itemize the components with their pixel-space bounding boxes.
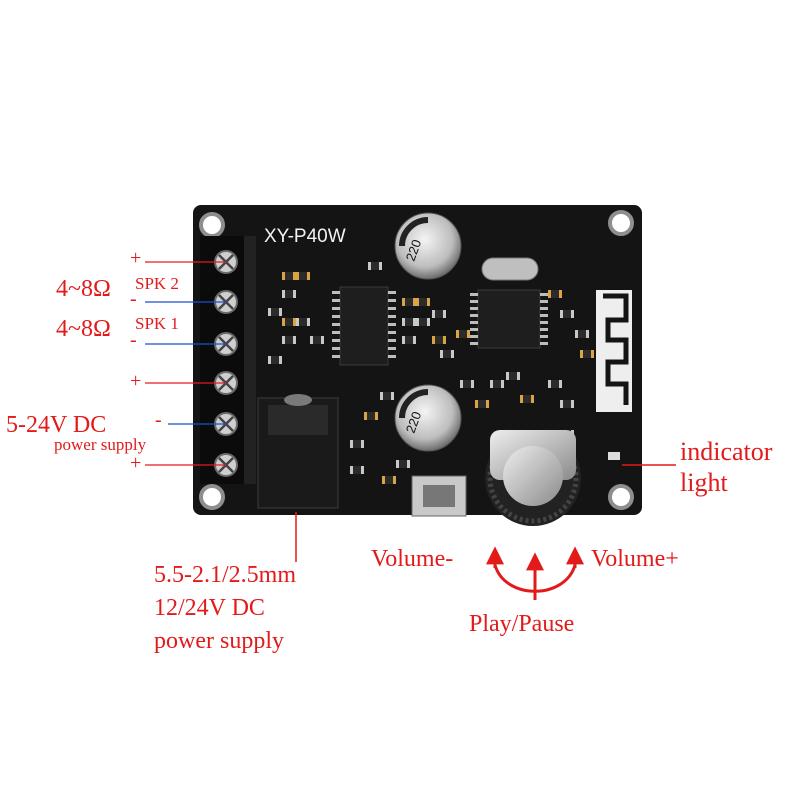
switch-icon xyxy=(411,475,467,517)
amplifier-chip-icon xyxy=(339,286,389,366)
screw-terminal-block xyxy=(200,236,256,484)
indicator-led-icon xyxy=(608,452,620,460)
svg-text:220: 220 xyxy=(403,238,425,264)
smd-part-icon xyxy=(296,318,310,326)
antenna-icon xyxy=(596,290,632,412)
smd-part-icon xyxy=(396,460,410,468)
smd-part-icon xyxy=(282,336,296,344)
spk1-name-label: SPK 1 xyxy=(135,314,179,333)
smd-part-icon xyxy=(456,330,470,338)
smd-part-icon xyxy=(460,380,474,388)
smd-part-icon xyxy=(268,356,282,364)
smd-part-icon xyxy=(350,440,364,448)
volume-minus-label: Volume- xyxy=(371,546,454,572)
indicator-label: indicator xyxy=(680,437,773,466)
bluetooth-chip-icon xyxy=(477,289,541,349)
volume-knob-icon xyxy=(485,430,581,526)
smd-part-icon xyxy=(368,262,382,270)
smd-part-icon xyxy=(548,290,562,298)
dc-voltage-label: 5-24V DC xyxy=(6,412,107,438)
crystal-icon xyxy=(481,257,539,281)
smd-part-icon xyxy=(282,318,296,326)
capacitor-icon: 220 xyxy=(394,212,462,280)
indicator-light-label: light xyxy=(680,468,728,497)
spk2-minus-label: - xyxy=(130,288,137,310)
dc-jack-icon xyxy=(257,394,339,509)
spk2-name-label: SPK 2 xyxy=(135,274,179,293)
volume-plus-label: Volume+ xyxy=(591,546,679,572)
smd-part-icon xyxy=(475,400,489,408)
power-minus-label: - xyxy=(155,409,162,431)
smd-part-icon xyxy=(350,466,364,474)
power-plus-bottom-label: + xyxy=(130,452,142,474)
spk1-minus-label: - xyxy=(130,329,137,351)
spk2-impedance-label: 4~8Ω xyxy=(56,276,111,302)
power-plus-label: + xyxy=(130,370,142,392)
svg-text:220: 220 xyxy=(403,410,425,436)
board-model-text: XY-P40W xyxy=(264,226,346,247)
smd-part-icon xyxy=(432,336,446,344)
smd-part-icon xyxy=(402,336,416,344)
power-supply-label: power supply xyxy=(54,435,147,454)
smd-part-icon xyxy=(416,318,430,326)
smd-part-icon xyxy=(364,412,378,420)
control-arrows xyxy=(486,546,584,600)
smd-part-icon xyxy=(402,318,416,326)
smd-part-icon xyxy=(520,395,534,403)
smd-part-icon xyxy=(490,380,504,388)
smd-part-icon xyxy=(282,290,296,298)
dc-jack-size-label: 5.5-2.1/2.5mm xyxy=(154,562,296,588)
smd-part-icon xyxy=(440,350,454,358)
play-pause-label: Play/Pause xyxy=(469,611,575,637)
smd-components xyxy=(268,262,594,484)
smd-part-icon xyxy=(268,308,282,316)
smd-part-icon xyxy=(575,330,589,338)
smd-part-icon xyxy=(282,272,296,280)
smd-part-icon xyxy=(310,336,324,344)
smd-part-icon xyxy=(548,380,562,388)
smd-part-icon xyxy=(380,392,394,400)
smd-part-icon xyxy=(560,400,574,408)
smd-part-icon xyxy=(506,372,520,380)
smd-part-icon xyxy=(402,298,416,306)
smd-part-icon xyxy=(560,310,574,318)
smd-part-icon xyxy=(416,298,430,306)
capacitor-icon: 220 xyxy=(394,384,462,452)
smd-part-icon xyxy=(580,350,594,358)
spk2-plus-label: + xyxy=(130,247,142,269)
amplifier-board: XY-P40W 220 220 xyxy=(193,205,642,526)
smd-part-icon xyxy=(296,272,310,280)
dc-jack-voltage-label: 12/24V DC xyxy=(154,595,265,621)
dc-jack-supply-label: power supply xyxy=(154,628,284,654)
smd-part-icon xyxy=(432,310,446,318)
smd-part-icon xyxy=(382,476,396,484)
annotation-lines xyxy=(145,261,676,562)
spk1-impedance-label: 4~8Ω xyxy=(56,316,111,342)
